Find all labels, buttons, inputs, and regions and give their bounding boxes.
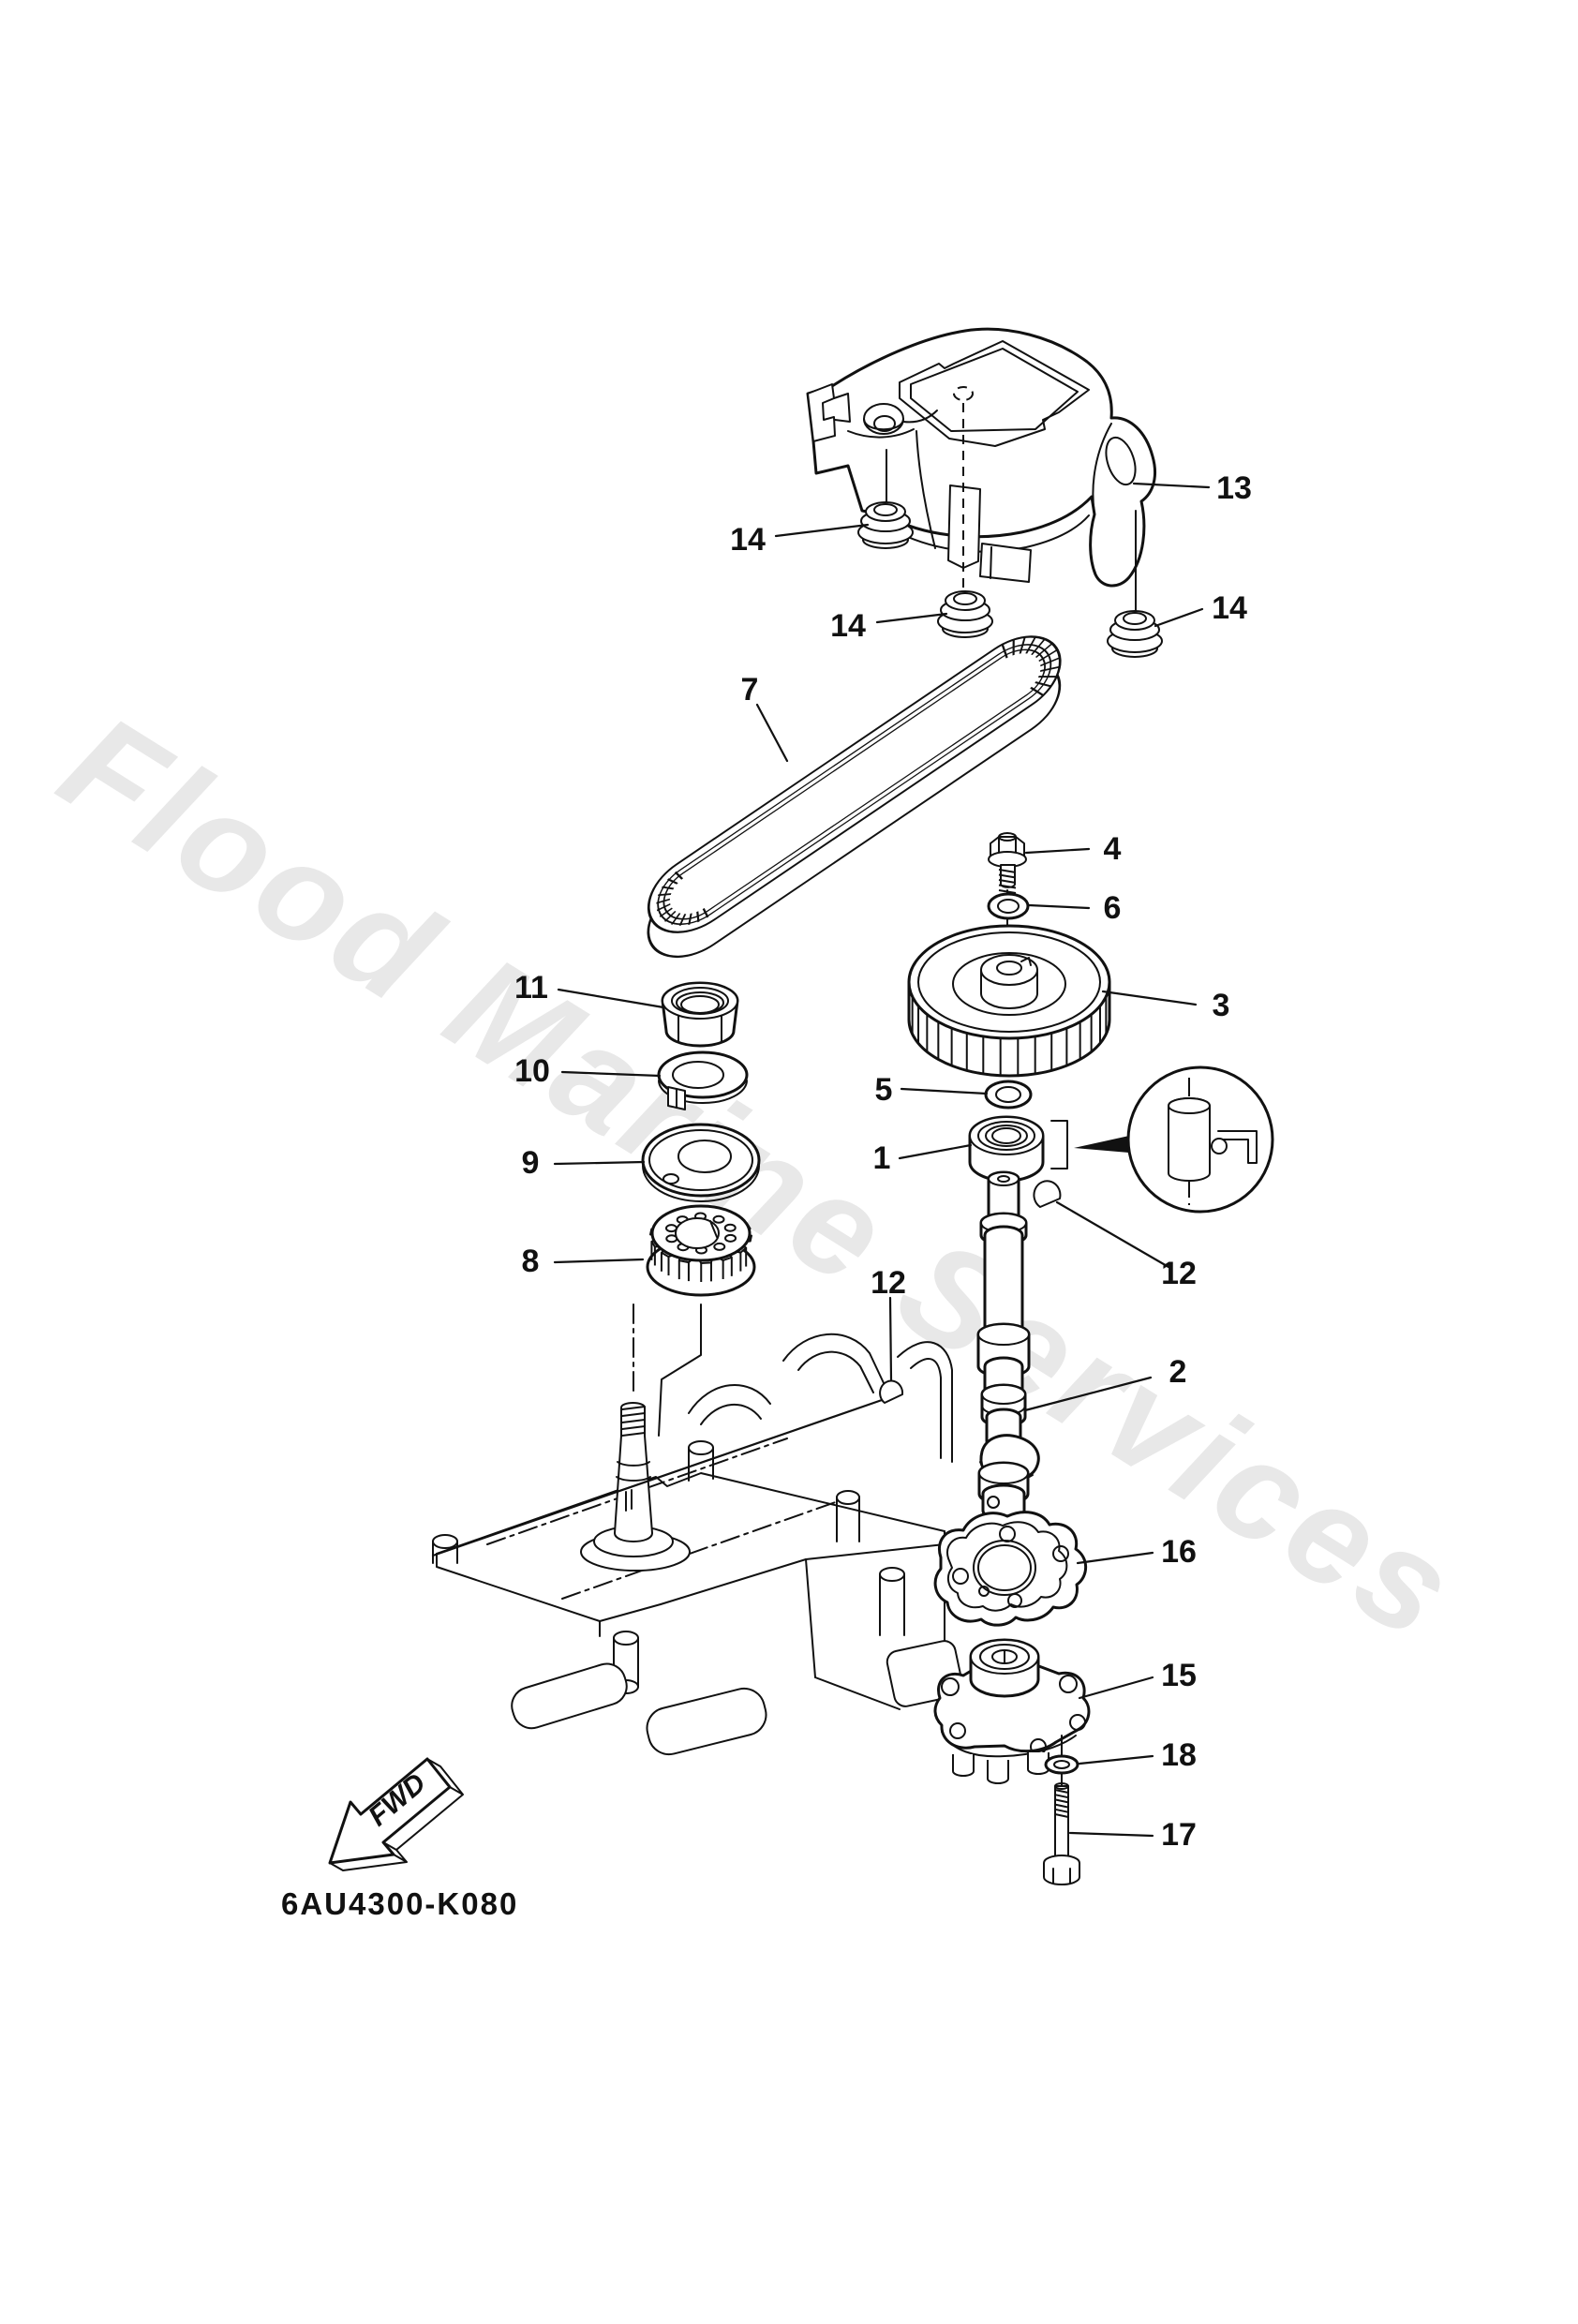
callout-4: 4: [1104, 831, 1122, 867]
camshaft-pulley: [907, 924, 1111, 1078]
callout-10: 10: [514, 1053, 550, 1089]
bearing-pin-detail-circle: [1126, 1065, 1274, 1214]
grommet: [1107, 610, 1163, 658]
leader-lines: [553, 482, 1211, 1838]
callout-5: 5: [875, 1072, 893, 1108]
callout-15: 15: [1161, 1658, 1197, 1693]
bearing-detail-bracket: [1050, 1120, 1129, 1169]
callout-16: 16: [1161, 1534, 1197, 1570]
grommet: [857, 501, 914, 549]
woodruff-key-upper: [1033, 1180, 1062, 1208]
camshaft: [976, 1170, 1040, 1521]
oil-pump-gasket: [933, 1511, 1088, 1627]
crankshaft-sprocket: [646, 1204, 756, 1297]
thrust-washer: [984, 1080, 1033, 1110]
crankshaft-nut: [661, 981, 739, 1048]
callout-9: 9: [522, 1145, 540, 1181]
leader-12-left-long: [431, 1397, 886, 1557]
detail-pointer-arrow: [1074, 1136, 1129, 1153]
pump-bolt: [1043, 1782, 1080, 1885]
callout-1: 1: [873, 1140, 891, 1176]
fwd-arrow: FWD: [328, 1757, 464, 1871]
grommet: [937, 590, 993, 638]
pump-bolt-washer: [1044, 1754, 1079, 1775]
callout-14-left: 14: [730, 522, 766, 558]
bearing: [968, 1115, 1045, 1183]
callout-6: 6: [1104, 890, 1122, 926]
callout-12-left: 12: [871, 1265, 906, 1301]
cover-grommets: [857, 501, 1163, 658]
callout-13: 13: [1216, 470, 1252, 506]
plate-washer: [641, 1123, 761, 1202]
woodruff-key-lower: [879, 1379, 904, 1404]
callout-7: 7: [741, 672, 759, 708]
oil-pump: [933, 1638, 1091, 1784]
callout-11: 11: [514, 970, 548, 1006]
callout-labels: 13 14 14 14 7 4 6 3 11 10 9 8 5 1 12 12 …: [514, 470, 1252, 1853]
callout-3: 3: [1213, 988, 1230, 1023]
callout-14-right: 14: [1212, 590, 1247, 626]
timing-belt-cover: [806, 327, 1156, 612]
callout-18: 18: [1161, 1737, 1197, 1773]
lock-washer: [657, 1050, 749, 1110]
callout-12-right: 12: [1161, 1256, 1197, 1291]
callout-2: 2: [1169, 1354, 1187, 1390]
engine-block: [432, 1304, 964, 1756]
callout-17: 17: [1161, 1817, 1197, 1853]
timing-belt: [647, 635, 1062, 959]
callout-14-center: 14: [830, 608, 866, 644]
pulley-washer: [987, 892, 1030, 920]
callout-8: 8: [522, 1244, 540, 1279]
diagram-code: 6AU4300-K080: [281, 1886, 518, 1921]
